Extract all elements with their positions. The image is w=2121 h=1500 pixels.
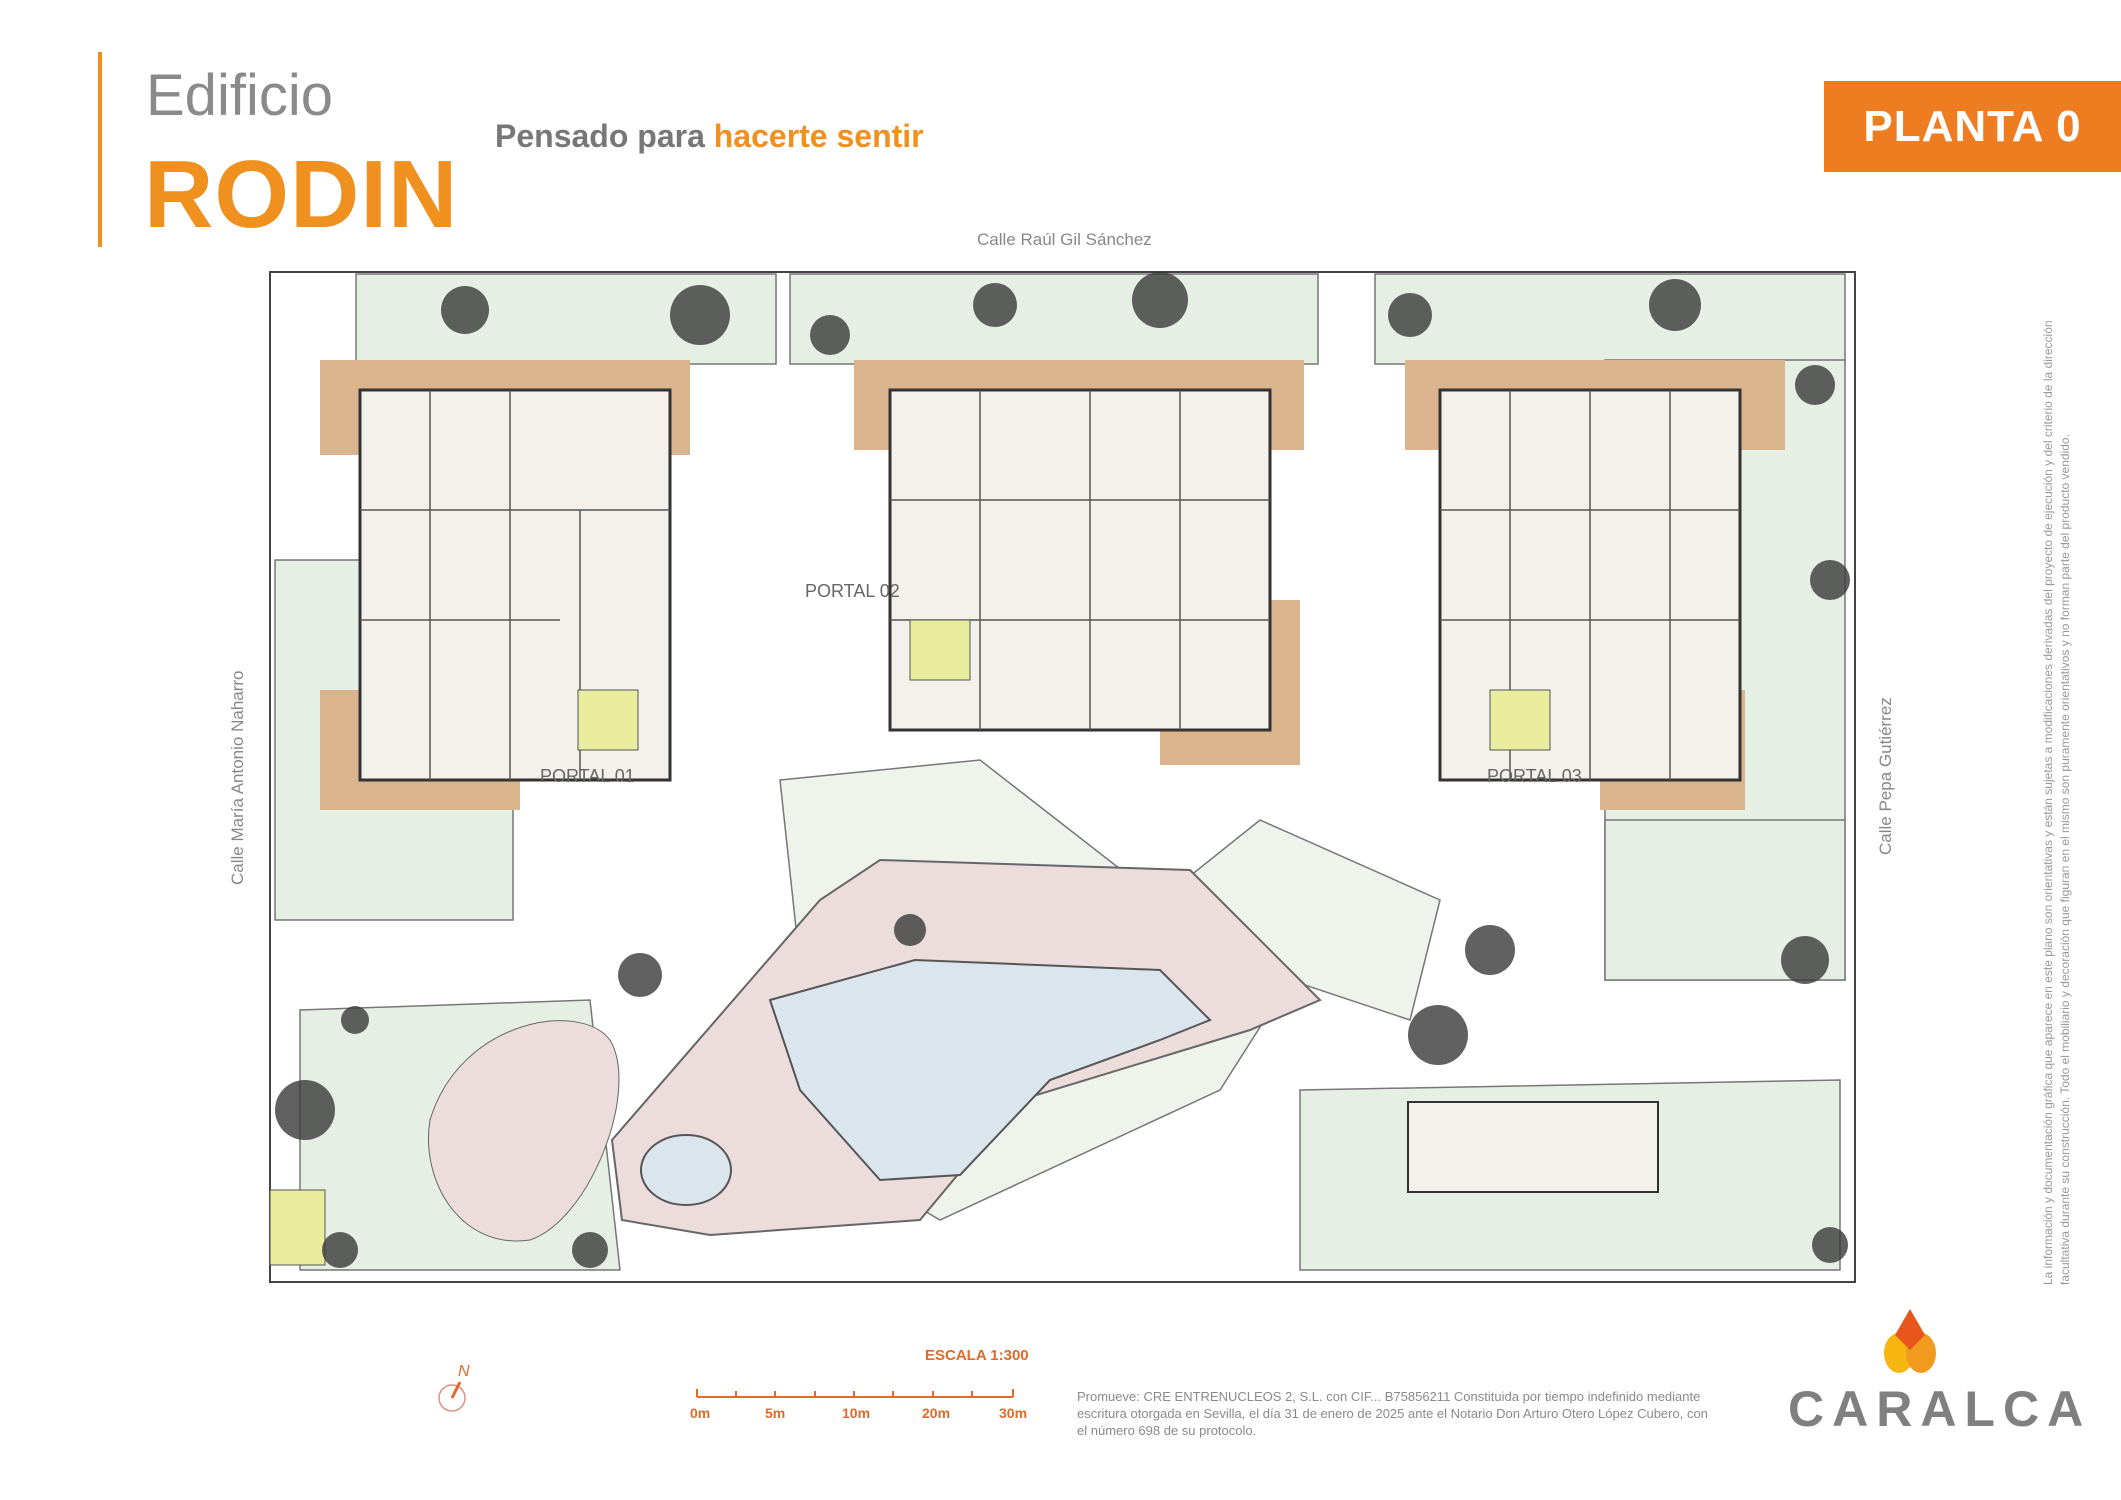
compass-label: N [458,1363,470,1380]
scale-label: 20m [922,1405,951,1421]
street-label-north: Calle Raúl Gil Sánchez [977,230,1152,249]
caralca-logo-text: CARALCA [1788,1381,2092,1437]
legal-disclaimer: La información y documentación gráfica q… [2041,320,2072,1285]
tagline: Pensado para hacerte sentir [495,118,924,155]
scale-title: ESCALA 1:300 [925,1347,1029,1364]
scale-label: 5m [765,1405,786,1421]
scale-label: 10m [842,1405,871,1421]
street-label-east: Calle Pepa Gutiérrez [1876,697,1895,855]
scale-label: 30m [999,1405,1028,1421]
portal-02-label: PORTAL 02 [805,581,900,601]
cores [269,619,1551,1266]
scale-bar [696,1389,1014,1398]
north-compass-icon: N [438,1363,470,1412]
playground [428,1020,620,1242]
pool-water [768,958,1212,1182]
floor-badge: PLANTA 0 [1824,81,2121,172]
building-name: RODIN [144,141,459,248]
tagline-plain: Pensado para [495,118,714,154]
trees [275,272,1850,1268]
interior-walls [360,390,1740,780]
scale-label: 0m [690,1405,711,1421]
building-prefix: Edificio [146,63,333,128]
site-plan [269,271,1856,1283]
portal-01-label: PORTAL 01 [540,766,635,786]
caralca-logo-icon [1884,1309,1936,1373]
portal-03-label: PORTAL 03 [1487,766,1582,786]
kids-pool [640,1134,732,1206]
tagline-highlight: hacerte sentir [713,118,924,154]
promoter-notice: Promueve: CRE ENTRENUCLEOS 2, S.L. con C… [1077,1389,1708,1438]
header-accent-line [98,52,102,247]
street-label-west: Calle María Antonio Naharro [228,670,247,885]
clubhouse [1407,1101,1659,1193]
